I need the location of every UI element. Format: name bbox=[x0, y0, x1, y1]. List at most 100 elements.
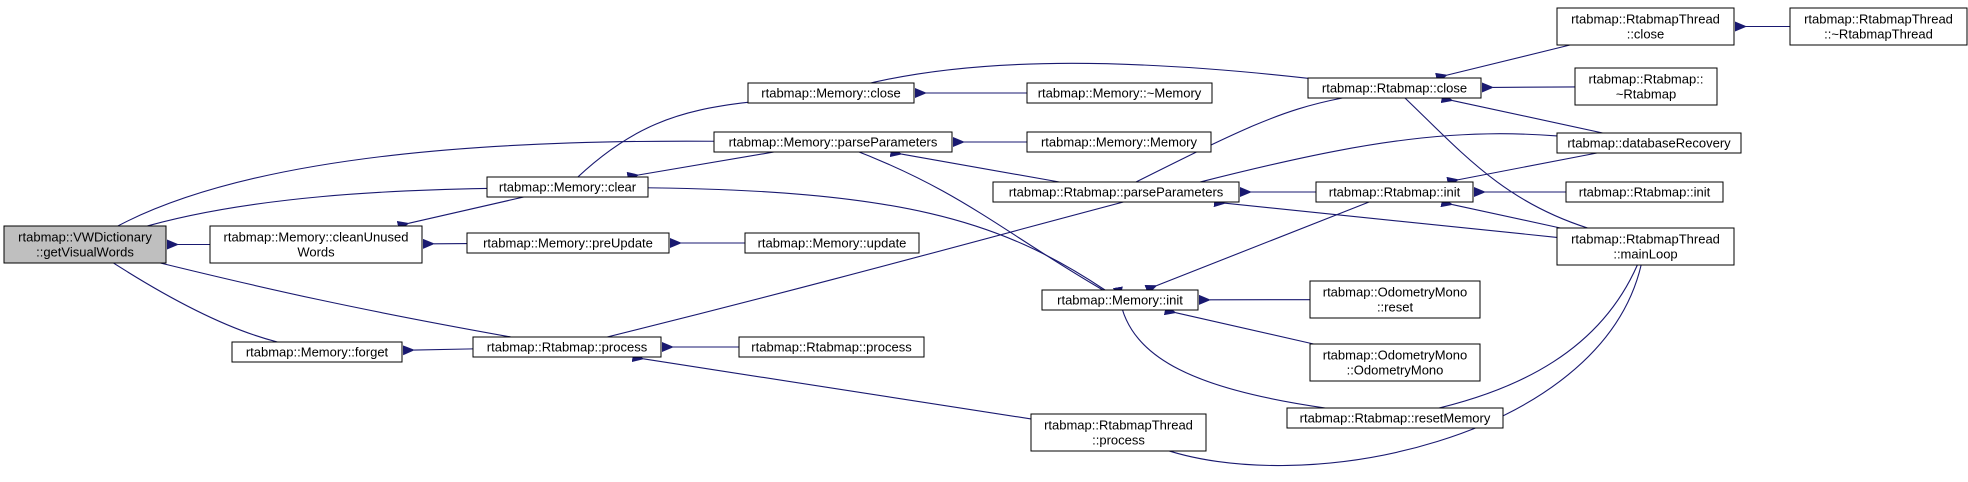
edge-rtabmap-parse-parameters-to-memory-parse-parameters bbox=[889, 147, 1060, 183]
edge-database-recovery-to-rtabmap-process bbox=[583, 133, 1558, 348]
node-label: rtabmap::Memory::forget bbox=[246, 345, 389, 360]
node-label: rtabmap::RtabmapThread bbox=[1571, 232, 1720, 247]
node-label: rtabmap::Memory::init bbox=[1057, 293, 1183, 308]
node-memory-ctor[interactable]: rtabmap::Memory::Memory bbox=[1026, 131, 1212, 153]
node-memory-init[interactable]: rtabmap::Memory::init bbox=[1041, 289, 1199, 311]
node-label: ::process bbox=[1092, 433, 1145, 448]
node-box bbox=[209, 225, 423, 264]
node-box bbox=[1565, 181, 1724, 203]
node-box bbox=[1309, 343, 1481, 382]
node-box bbox=[747, 82, 915, 104]
edge-memory-init-to-memory-clear bbox=[624, 182, 1106, 291]
root-node[interactable]: rtabmap::VWDictionary::getVisualWords bbox=[3, 225, 167, 264]
node-box bbox=[1556, 227, 1735, 266]
node-label: ~Rtabmap bbox=[1616, 87, 1676, 102]
edge-database-recovery-to-rtabmap-init bbox=[1446, 152, 1598, 187]
edge-rtabmap-process-to-memory-forget bbox=[402, 345, 474, 356]
node-label: ::~RtabmapThread bbox=[1824, 27, 1933, 42]
node-label: rtabmap::Memory::parseParameters bbox=[729, 135, 938, 150]
node-box bbox=[1309, 280, 1481, 319]
node-label: rtabmap::Rtabmap::process bbox=[487, 340, 648, 355]
node-rtabmap-process[interactable]: rtabmap::Rtabmap::process bbox=[472, 336, 662, 358]
node-memory-pre-update[interactable]: rtabmap::Memory::preUpdate bbox=[466, 232, 670, 254]
edge-rtabmap-process-to-root bbox=[136, 252, 512, 338]
node-box bbox=[1026, 82, 1213, 104]
node-label: rtabmap::databaseRecovery bbox=[1567, 136, 1731, 151]
node-memory-close[interactable]: rtabmap::Memory::close bbox=[747, 82, 915, 104]
node-rtabmap-parse-parameters[interactable]: rtabmap::Rtabmap::parseParameters bbox=[992, 181, 1240, 203]
node-memory-update[interactable]: rtabmap::Memory::update bbox=[744, 232, 920, 254]
edge-memory-parse-parameters-to-memory-clear bbox=[626, 151, 775, 182]
node-label: ::mainLoop bbox=[1613, 247, 1677, 262]
node-rtabmap-close[interactable]: rtabmap::Rtabmap::close bbox=[1307, 77, 1482, 99]
node-rtabmap-process-2[interactable]: rtabmap::Rtabmap::process bbox=[738, 336, 925, 358]
node-label: rtabmap::Memory::update bbox=[758, 236, 907, 251]
node-box bbox=[1041, 289, 1199, 311]
node-label: rtabmap::Memory::preUpdate bbox=[483, 236, 653, 251]
node-memory-clear[interactable]: rtabmap::Memory::clear bbox=[486, 176, 649, 198]
node-label: rtabmap::RtabmapThread bbox=[1804, 12, 1953, 27]
node-label: ::close bbox=[1627, 27, 1665, 42]
edge-rtabmap-thread-process-to-rtabmap-process bbox=[631, 352, 1032, 420]
node-label: rtabmap::VWDictionary bbox=[18, 230, 152, 245]
node-label: rtabmap::Memory::cleanUnused bbox=[224, 230, 409, 245]
node-box bbox=[1556, 7, 1735, 46]
node-database-recovery[interactable]: rtabmap::databaseRecovery bbox=[1556, 132, 1742, 154]
edge-rtabmap-thread-main-loop-to-rtabmap-reset-memory bbox=[1416, 264, 1638, 418]
edge-rtabmap-thread-main-loop-to-rtabmap-close bbox=[1384, 78, 1588, 229]
node-odometry-mono-reset[interactable]: rtabmap::OdometryMono::reset bbox=[1309, 280, 1481, 319]
edge-memory-parse-parameters-to-root bbox=[94, 140, 715, 242]
node-box bbox=[466, 232, 670, 254]
node-box bbox=[1307, 77, 1482, 99]
node-rtabmap-init[interactable]: rtabmap::Rtabmap::init bbox=[1315, 181, 1474, 203]
edge-rtabmap-thread-main-loop-to-rtabmap-parse-parameters bbox=[1213, 197, 1558, 238]
node-rtabmap-thread-close[interactable]: rtabmap::RtabmapThread::close bbox=[1556, 7, 1735, 46]
node-box bbox=[1556, 132, 1742, 154]
node-label: rtabmap::Rtabmap::init bbox=[1329, 185, 1461, 200]
node-label: ::OdometryMono bbox=[1347, 363, 1444, 378]
node-rtabmap-thread-main-loop[interactable]: rtabmap::RtabmapThread::mainLoop bbox=[1556, 227, 1735, 266]
node-label: rtabmap::Rtabmap::init bbox=[1579, 185, 1711, 200]
node-box bbox=[1574, 67, 1718, 106]
node-memory-forget[interactable]: rtabmap::Memory::forget bbox=[231, 341, 403, 363]
node-box bbox=[744, 232, 920, 254]
node-label: rtabmap::Rtabmap::close bbox=[1322, 81, 1467, 96]
node-label: ::reset bbox=[1377, 300, 1414, 315]
edge-memory-init-to-memory-parse-parameters bbox=[836, 139, 1104, 291]
edge-memory-clear-to-memory-clean-unused bbox=[396, 196, 524, 231]
node-memory-destructor[interactable]: rtabmap::Memory::~Memory bbox=[1026, 82, 1213, 104]
node-box bbox=[1026, 131, 1212, 153]
nodes-layer: rtabmap::VWDictionary::getVisualWordsrta… bbox=[3, 7, 1968, 452]
node-label: rtabmap::Rtabmap::parseParameters bbox=[1009, 185, 1224, 200]
node-label: rtabmap::RtabmapThread bbox=[1571, 12, 1720, 27]
edge-rtabmap-reset-memory-to-memory-init bbox=[1112, 286, 1326, 409]
node-label: rtabmap::Memory::Memory bbox=[1041, 135, 1198, 150]
node-box bbox=[738, 336, 925, 358]
node-box bbox=[713, 131, 953, 153]
node-label: rtabmap::Rtabmap:: bbox=[1589, 72, 1704, 87]
node-box bbox=[1315, 181, 1474, 203]
node-rtabmap-thread-destructor[interactable]: rtabmap::RtabmapThread::~RtabmapThread bbox=[1789, 7, 1968, 46]
edge-odometry-mono-ctor-to-memory-init bbox=[1163, 305, 1314, 345]
node-rtabmap-destructor[interactable]: rtabmap::Rtabmap::~Rtabmap bbox=[1574, 67, 1718, 106]
node-memory-parse-parameters[interactable]: rtabmap::Memory::parseParameters bbox=[713, 131, 953, 153]
node-box bbox=[3, 225, 167, 264]
node-box bbox=[1789, 7, 1968, 46]
node-box bbox=[992, 181, 1240, 203]
node-label: rtabmap::Memory::~Memory bbox=[1038, 86, 1202, 101]
node-label: ::getVisualWords bbox=[36, 245, 134, 260]
edge-rtabmap-thread-main-loop-to-rtabmap-init bbox=[1440, 197, 1561, 229]
node-box bbox=[486, 176, 649, 198]
node-odometry-mono-ctor[interactable]: rtabmap::OdometryMono::OdometryMono bbox=[1309, 343, 1481, 382]
node-rtabmap-thread-process[interactable]: rtabmap::RtabmapThread::process bbox=[1030, 413, 1207, 452]
edge-database-recovery-to-rtabmap-close bbox=[1440, 93, 1603, 134]
node-rtabmap-init-2[interactable]: rtabmap::Rtabmap::init bbox=[1565, 181, 1724, 203]
edge-rtabmap-close-to-rtabmap-parse-parameters bbox=[1113, 97, 1343, 197]
edge-rtabmap-thread-close-to-rtabmap-close bbox=[1435, 44, 1571, 83]
node-label: rtabmap::RtabmapThread bbox=[1044, 418, 1193, 433]
node-label: rtabmap::Memory::clear bbox=[499, 180, 637, 195]
node-rtabmap-reset-memory[interactable]: rtabmap::Rtabmap::resetMemory bbox=[1286, 407, 1504, 429]
edges-layer bbox=[91, 21, 1790, 467]
